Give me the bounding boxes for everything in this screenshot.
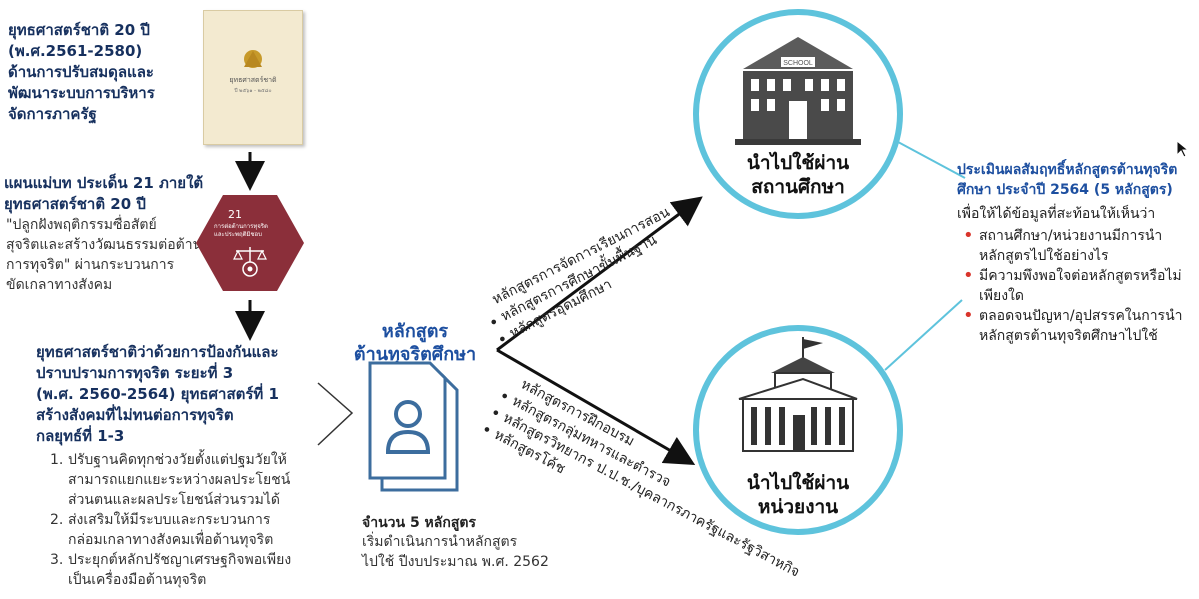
strategy-item-1: 1.ปรับฐานคิดทุกช่วงวัยตั้งแต่ปฐมวัยให้ ส… — [50, 452, 291, 508]
master-plan-title: แผนแม่บท ประเด็น 21 ภายใต้ ยุทธศาสตร์ชาต… — [4, 174, 204, 213]
hexagon-badge: 21 การต่อต้านการทุจริต และประพฤติมิชอบ — [196, 195, 304, 291]
strategy-item-2: 2.ส่งเสริมให้มีระบบและกระบวนการ กล่อมเกล… — [50, 512, 274, 548]
hexagon-number: 21 — [228, 208, 242, 221]
government-building-icon — [738, 337, 858, 452]
strategy-book-image: ยุทธศาสตร์ชาติ ปี ๒๕๖๑ - ๒๕๘๐ — [203, 10, 303, 145]
agency-circle: นำไปใช้ผ่าน หน่วยงาน — [693, 325, 903, 535]
svg-text:SCHOOL: SCHOOL — [783, 60, 813, 67]
school-label: นำไปใช้ผ่าน สถานศึกษา — [746, 152, 850, 198]
strategy-title: ยุทธศาสตร์ชาติ 20 ปี (พ.ศ.2561-2580) ด้า… — [8, 21, 155, 123]
curriculum-start: เริ่มดำเนินการนำหลักสูตร ไปใช้ ปีงบประมา… — [362, 534, 549, 570]
evaluation-item: มีความพึงพอใจต่อหลักสูตรหรือไม่ เพียงใด — [957, 266, 1197, 306]
evaluation-title: ประเมินผลสัมฤทธิ์หลักสูตรต้านทุจริต ศึกษ… — [957, 162, 1178, 198]
curriculum-count: จำนวน 5 หลักสูตร — [362, 515, 476, 531]
curriculum-title: หลักสูตร ต้านทุจริตศึกษา — [353, 321, 477, 365]
agency-label: นำไปใช้ผ่าน หน่วยงาน — [746, 472, 850, 518]
evaluation-intro: เพื่อให้ได้ข้อมูลที่สะท้อนให้เห็นว่า — [957, 206, 1156, 222]
strategy-items-list: 1.ปรับฐานคิดทุกช่วงวัยตั้งแต่ปฐมวัยให้ ส… — [50, 450, 320, 590]
evaluation-list: สถานศึกษา/หน่วยงานมีการนำ หลักสูตรไปใช้อ… — [957, 226, 1197, 346]
strategy-item-3: 3.ประยุกต์หลักปรัชญาเศรษฐกิจพอเพียง เป็น… — [50, 552, 292, 588]
chevron-right — [317, 382, 354, 446]
evaluation-item: สถานศึกษา/หน่วยงานมีการนำ หลักสูตรไปใช้อ… — [957, 226, 1197, 266]
school-building-icon: SCHOOL — [735, 37, 861, 145]
connector-agency-eval — [884, 299, 963, 371]
mouse-cursor-icon — [1176, 140, 1190, 158]
hexagon-text: การต่อต้านการทุจริต และประพฤติมิชอบ — [214, 223, 268, 238]
school-circle: SCHOOL นำไปใช้ผ่าน สถานศึกษา — [693, 9, 903, 219]
evaluation-item: ตลอดจนปัญหา/อุปสรรคในการนำ หลักสูตรต้านท… — [957, 306, 1197, 346]
arrow-to-agency — [496, 348, 696, 466]
scales-icon — [233, 247, 267, 277]
book-title: ยุทธศาสตร์ชาติ — [229, 76, 277, 84]
book-subtitle: ปี ๒๕๖๑ - ๒๕๘๐ — [234, 88, 272, 94]
master-plan-desc: "ปลูกฝังพฤติกรรมซื่อสัตย์ สุจริตและสร้าง… — [6, 217, 203, 293]
anti-corruption-title: ยุทธศาสตร์ชาติว่าด้วยการป้องกันและ ปราบป… — [36, 343, 279, 445]
emblem-icon — [244, 50, 262, 68]
document-user-icon — [368, 361, 459, 492]
